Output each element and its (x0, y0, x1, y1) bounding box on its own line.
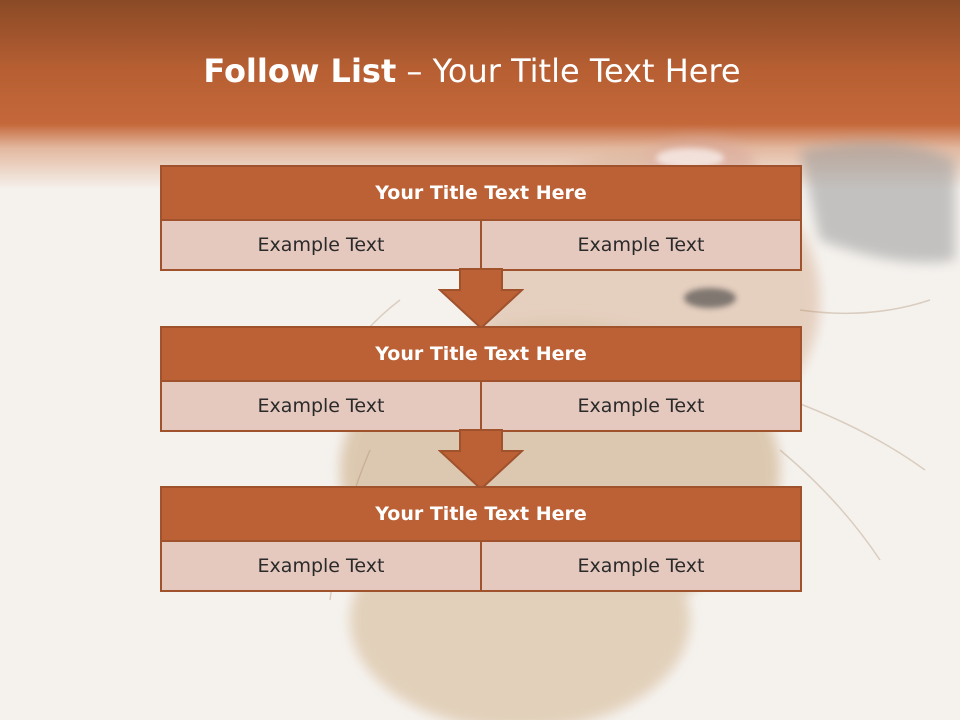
slide-title: Follow List – Your Title Text Here (0, 52, 944, 90)
block-row: Example Text Example Text (160, 221, 802, 271)
block-cell-right: Example Text (482, 542, 802, 592)
list-block-2: Your Title Text Here Example Text Exampl… (160, 326, 802, 432)
list-block-3: Your Title Text Here Example Text Exampl… (160, 486, 802, 592)
title-rest-part: – Your Title Text Here (396, 52, 741, 90)
list-block-1: Your Title Text Here Example Text Exampl… (160, 165, 802, 271)
block-cell-right: Example Text (482, 382, 802, 432)
title-bold-part: Follow List (203, 52, 397, 90)
down-arrow-icon (438, 429, 524, 491)
block-cell-left: Example Text (160, 382, 482, 432)
block-title: Your Title Text Here (160, 326, 802, 382)
block-cell-right: Example Text (482, 221, 802, 271)
block-row: Example Text Example Text (160, 382, 802, 432)
block-cell-left: Example Text (160, 542, 482, 592)
down-arrow-icon (438, 268, 524, 330)
block-title: Your Title Text Here (160, 486, 802, 542)
block-row: Example Text Example Text (160, 542, 802, 592)
block-cell-left: Example Text (160, 221, 482, 271)
block-title: Your Title Text Here (160, 165, 802, 221)
